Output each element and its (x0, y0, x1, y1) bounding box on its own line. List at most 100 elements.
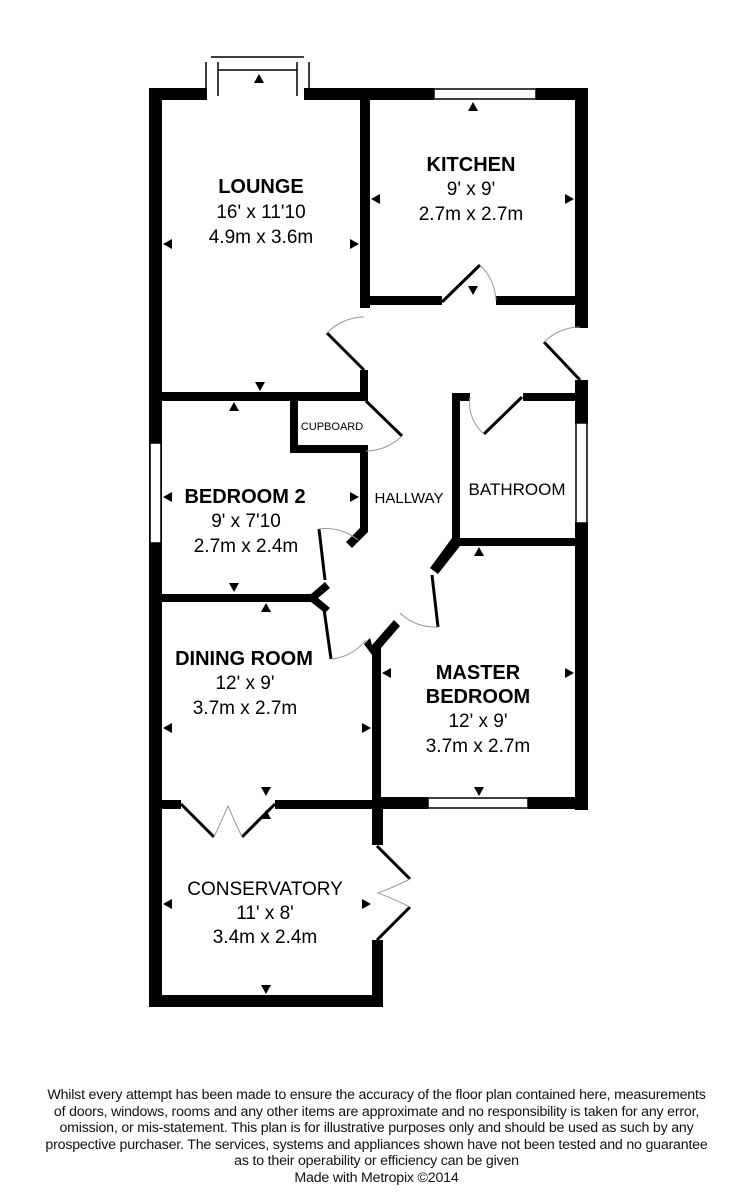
windows (149, 88, 588, 809)
disclaimer: Whilst every attempt has been made to en… (0, 1087, 753, 1186)
arrow-lounge-bottom (255, 382, 265, 391)
wall-lounge-bottom (149, 392, 368, 401)
lounge-top-door (205, 56, 310, 96)
wall-lounge-kitchen (360, 88, 370, 308)
arrow-cons-top (261, 810, 271, 819)
walls (149, 88, 588, 1007)
wall-lounge-hall-stub (360, 370, 368, 398)
arrow-bed2-right (350, 492, 359, 502)
kitchen-metric: 2.7m x 2.7m (419, 204, 524, 225)
kitchen-imperial: 9' x 9' (447, 179, 495, 200)
arrow-kitchen-bottom (468, 286, 478, 295)
bathroom-name: BATHROOM (469, 480, 566, 499)
door-master (430, 574, 440, 628)
disclaimer-line: as to their operability or efficiency ca… (234, 1153, 519, 1169)
door-front (542, 340, 582, 382)
conservatory-name: CONSERVATORY (187, 879, 343, 900)
lounge-name: LOUNGE (218, 176, 304, 198)
arrow-kitchen-right (565, 194, 574, 204)
arrow-lounge-right (350, 239, 359, 249)
arrow-cons-right (362, 899, 371, 909)
arrow-kitchen-top (468, 102, 478, 111)
arrow-master-left (382, 668, 391, 678)
arrow-cons-bottom (261, 985, 271, 994)
dining-imperial: 12' x 9' (215, 673, 274, 694)
door-kitchen (440, 263, 482, 304)
door-lounge (325, 331, 366, 372)
wall-angle-bed2-door (346, 528, 368, 548)
door-conservatory-right (240, 802, 277, 839)
disclaimer-line: prospective purchaser. The services, sys… (45, 1136, 708, 1153)
arrow-bed2-top (229, 402, 239, 411)
window-bathroom (575, 422, 588, 524)
arrow-bed2-left (163, 492, 172, 502)
wall-right-kitchen (575, 88, 588, 328)
door-conservatory-left (179, 802, 216, 839)
arrow-lounge-top (254, 74, 264, 83)
wall-cons-bottom (149, 995, 383, 1007)
arrow-dining-right (362, 723, 371, 733)
arrow-lounge-left (163, 239, 172, 249)
wall-cons-right-bottom (372, 940, 383, 1007)
arrow-dining-left (163, 723, 172, 733)
wall-angle-dining-door (311, 582, 330, 613)
cupboard-name: CUPBOARD (301, 421, 363, 433)
conservatory-metric: 3.4m x 2.4m (213, 927, 318, 948)
lounge-metric: 4.9m x 3.6m (209, 227, 314, 248)
window-kitchen (433, 88, 537, 100)
disclaimer-line: Whilst every attempt has been made to en… (47, 1087, 706, 1103)
disclaimer-line: of doors, windows, rooms and any other i… (53, 1103, 700, 1120)
conservatory-imperial: 11' x 8' (236, 903, 294, 924)
lounge-imperial: 16' x 11'10 (216, 202, 305, 223)
wall-master-bottom-right (528, 797, 588, 809)
dining-name: DINING ROOM (175, 648, 313, 670)
arrow-dining-bottom (261, 787, 271, 796)
arrow-master-right (565, 668, 574, 678)
arrow-dining-top (261, 603, 271, 612)
wall-kitchen-bottom-right (496, 296, 588, 305)
arrow-master-bottom (474, 787, 484, 796)
window-bedroom2 (149, 442, 162, 544)
master-imperial: 12' x 9' (448, 711, 507, 732)
floor-plan: LOUNGE 16' x 11'10 4.9m x 3.6m KITCHEN 9… (149, 56, 588, 1007)
master-name-line2: BEDROOM (426, 686, 530, 708)
room-labels: LOUNGE 16' x 11'10 4.9m x 3.6m KITCHEN 9… (175, 154, 565, 948)
wall-angle-bath-master (430, 538, 460, 574)
wall-cons-right-top (372, 797, 383, 845)
wall-bed2-hall (360, 445, 368, 530)
bedroom2-name: BEDROOM 2 (184, 486, 305, 508)
hallway-name: HALLWAY (375, 490, 444, 507)
door-bathroom (482, 395, 524, 436)
arrow-bed2-bottom (229, 583, 239, 592)
master-metric: 3.7m x 2.7m (426, 736, 531, 757)
door-exterior-top (375, 844, 412, 881)
disclaimer-line: omission, or mis-statement. This plan is… (59, 1120, 694, 1136)
doors (179, 263, 582, 942)
door-bedroom2 (317, 528, 327, 581)
arrow-master-top (474, 547, 484, 556)
door-cupboard (364, 399, 404, 438)
window-master (427, 797, 529, 809)
wall-dining-cons-right (275, 800, 385, 809)
wall-bath-left (452, 393, 460, 543)
kitchen-name: KITCHEN (427, 154, 516, 176)
wall-bath-top-right (523, 393, 588, 401)
credit: Made with Metropix ©2014 (294, 1169, 459, 1186)
wall-top-lounge-left (149, 88, 207, 100)
dining-metric: 3.7m x 2.7m (193, 698, 298, 719)
arrow-kitchen-left (371, 194, 380, 204)
wall-bath-top-left (452, 393, 470, 401)
wall-cupboard-bottom (290, 445, 368, 453)
wall-bed2-dining (149, 594, 311, 602)
bedroom2-imperial: 9' x 7'10 (211, 511, 281, 532)
door-dining (322, 608, 333, 660)
wall-cupboard-left (290, 392, 298, 452)
bedroom2-metric: 2.7m x 2.4m (194, 536, 299, 557)
wall-kitchen-bottom-left (360, 296, 442, 305)
door-exterior-bottom (375, 905, 412, 942)
wall-master-bottom-left (372, 797, 428, 809)
arrow-cons-left (163, 899, 172, 909)
wall-dining-cons-left (149, 800, 181, 809)
wall-left-outer (149, 88, 162, 1007)
wall-master-left (372, 645, 381, 845)
